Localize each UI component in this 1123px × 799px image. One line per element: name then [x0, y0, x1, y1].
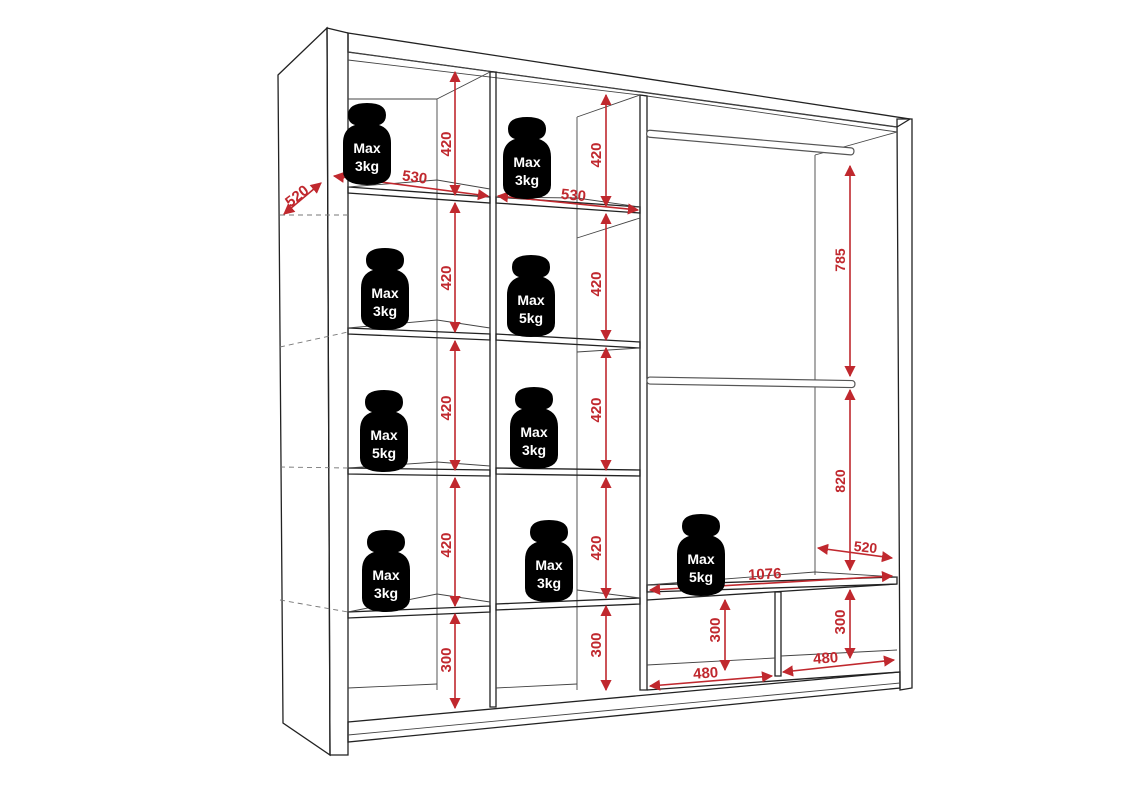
- svg-text:5kg: 5kg: [372, 445, 396, 461]
- dim-h-l5: 300: [438, 647, 455, 672]
- right-compartment: [646, 129, 901, 691]
- hanging-rail-upper: [646, 129, 855, 156]
- svg-text:3kg: 3kg: [355, 158, 379, 174]
- dim-depth-right: 520: [853, 538, 878, 556]
- dim-drawer-h2: 300: [832, 609, 849, 634]
- dim-h-l1: 420: [438, 131, 455, 156]
- weight-icon: Max 5kg: [507, 255, 555, 337]
- hanging-rail-lower: [646, 376, 856, 389]
- dim-drawer-w1: 480: [693, 664, 719, 683]
- dim-width-left: 530: [401, 167, 428, 187]
- dim-rail-upper: 785: [832, 248, 848, 272]
- weight-icon: Max 3kg: [361, 248, 409, 330]
- dim-h-l2: 420: [438, 265, 455, 290]
- weight-icon: Max 5kg: [677, 514, 725, 596]
- dim-width-right: 1076: [748, 565, 782, 584]
- svg-text:Max: Max: [370, 427, 397, 443]
- weight-icon: Max 3kg: [362, 530, 410, 612]
- weight-icon: Max 3kg: [343, 103, 391, 185]
- dim-h-m1: 420: [588, 142, 605, 167]
- svg-text:3kg: 3kg: [537, 575, 561, 591]
- weight-icon: Max 3kg: [525, 520, 573, 602]
- dim-h-m2: 420: [588, 271, 605, 296]
- svg-text:Max: Max: [372, 567, 399, 583]
- svg-text:Max: Max: [513, 154, 540, 170]
- svg-text:Max: Max: [371, 285, 398, 301]
- svg-text:Max: Max: [353, 140, 380, 156]
- dim-h-m4: 420: [588, 535, 605, 560]
- dim-width-mid: 530: [560, 186, 587, 206]
- svg-text:3kg: 3kg: [515, 172, 539, 188]
- weight-icon: Max 5kg: [360, 390, 408, 472]
- weight-icon: Max 3kg: [503, 117, 551, 199]
- svg-text:Max: Max: [687, 551, 714, 567]
- svg-text:3kg: 3kg: [374, 585, 398, 601]
- depth-dash-lines: [279, 214, 349, 613]
- dim-h-l4: 420: [438, 532, 455, 557]
- dim-drawer-h1: 300: [707, 617, 724, 642]
- svg-text:3kg: 3kg: [373, 303, 397, 319]
- weight-icon: Max 3kg: [510, 387, 558, 469]
- weights: Max 3kg Max 3kg Max 3kg Max 5kg Max 5kg …: [343, 103, 725, 612]
- dim-rail-lower: 820: [832, 469, 848, 493]
- dim-h-m3: 420: [588, 397, 605, 422]
- dim-drawer-w2: 480: [813, 649, 839, 668]
- svg-text:Max: Max: [517, 292, 544, 308]
- dim-h-m5: 300: [588, 632, 605, 657]
- svg-text:3kg: 3kg: [522, 442, 546, 458]
- svg-text:Max: Max: [520, 424, 547, 440]
- dim-h-l3: 420: [438, 395, 455, 420]
- dimension-labels: 520 530 530 420 420 420 420 300 420 420 …: [282, 131, 878, 682]
- svg-text:5kg: 5kg: [689, 569, 713, 585]
- dim-depth-side: 520: [282, 182, 312, 211]
- svg-text:Max: Max: [535, 557, 562, 573]
- svg-text:5kg: 5kg: [519, 310, 543, 326]
